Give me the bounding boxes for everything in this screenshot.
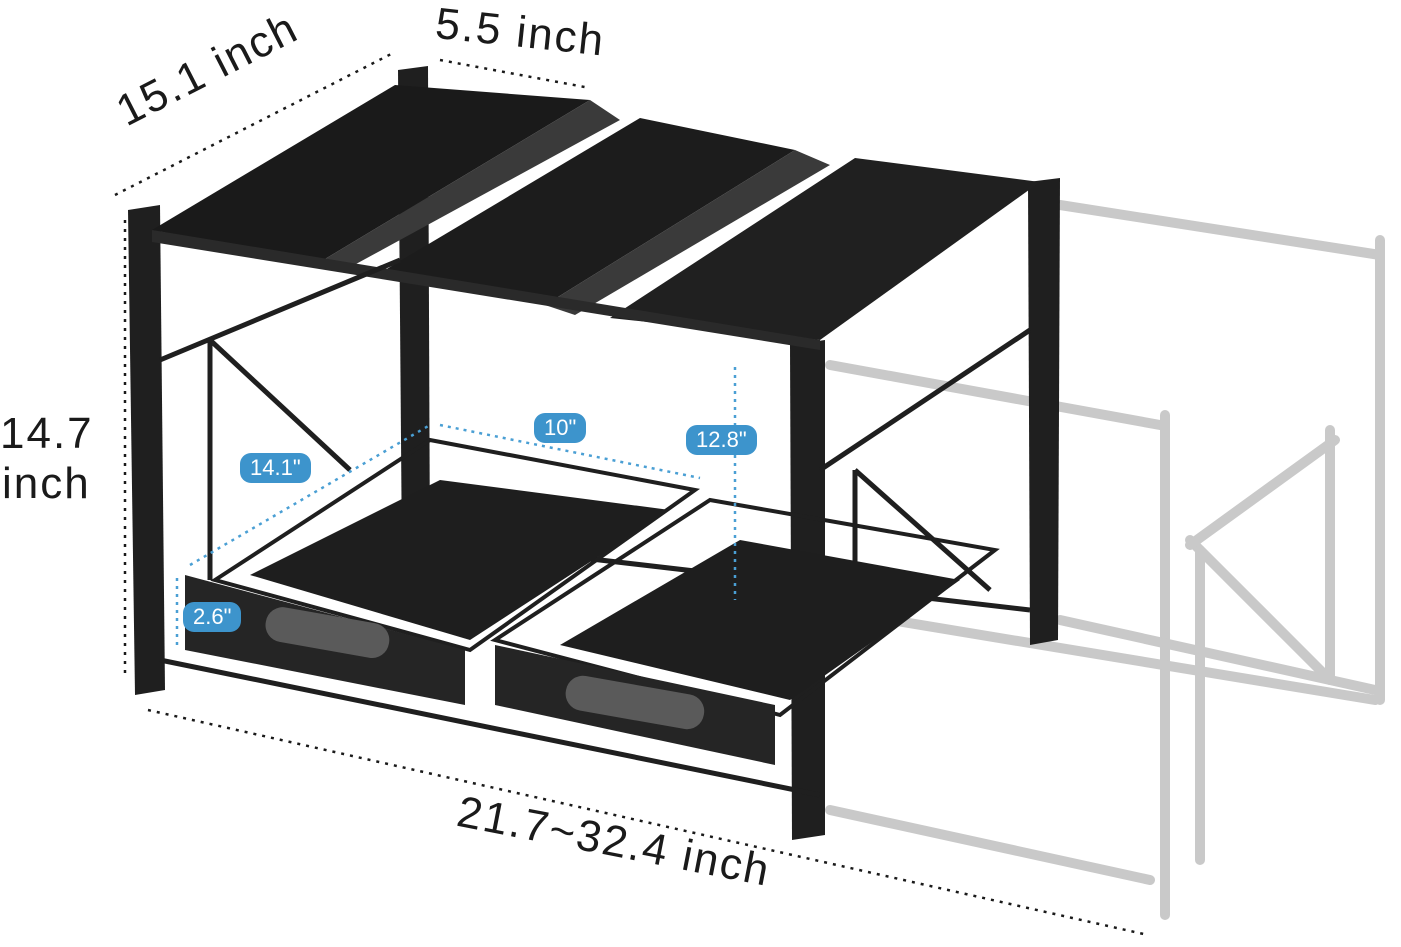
drawer-width-badge: 10" xyxy=(534,413,587,444)
clearance-height-badge: 12.8" xyxy=(686,425,757,456)
extension-frame-ghost xyxy=(825,200,1385,920)
drawer-dimension-lines xyxy=(175,367,737,650)
height-unit-label: inch xyxy=(2,459,91,508)
right-drawer xyxy=(490,497,1000,765)
drawer-depth-badge: 14.1" xyxy=(240,453,311,484)
height-value-label: 14.7 xyxy=(0,409,94,458)
left-drawer xyxy=(185,437,700,705)
drawer-side-height-badge: 2.6" xyxy=(183,602,242,633)
outer-dimension-lines xyxy=(114,50,1149,937)
top-shelf xyxy=(152,85,1040,350)
